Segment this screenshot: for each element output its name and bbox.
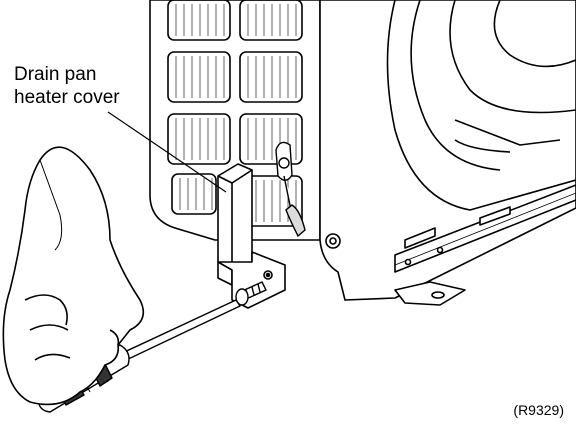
callout-label-line2: heater cover [14, 86, 120, 109]
callout-label-line1: Drain pan [14, 63, 120, 86]
callout-label: Drain pan heater cover [14, 63, 120, 109]
unit-body [320, 0, 576, 305]
figure-reference: (R9329) [513, 402, 564, 418]
